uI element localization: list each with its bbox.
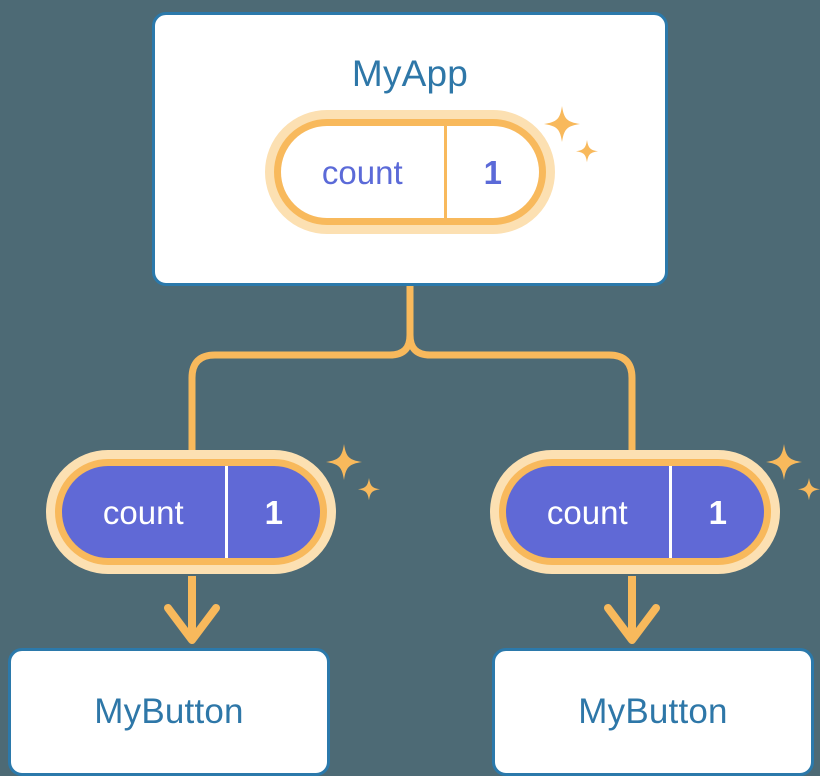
state-value-label: 1 — [224, 466, 320, 558]
state-flow-trunk-right — [406, 282, 434, 359]
component-label: MyButton — [578, 692, 728, 731]
state-value-label: 1 — [668, 466, 764, 558]
arrow-down-icon-right — [604, 604, 660, 644]
state-pill-inner: count 1 — [506, 466, 764, 558]
arrow-down-icon-left — [164, 604, 220, 644]
state-key-label: count — [546, 493, 628, 531]
state-pill-inner: count 1 — [281, 126, 539, 218]
state-value-label: 1 — [443, 126, 539, 218]
state-key-label: count — [102, 493, 184, 531]
state-flow-branch-left — [188, 351, 396, 456]
component-card-myapp[interactable]: MyApp — [152, 12, 668, 286]
component-card-mybutton-right[interactable]: MyButton — [492, 648, 814, 776]
state-pill-child-left[interactable]: count 1 — [46, 450, 336, 574]
page-title: MyApp — [351, 53, 469, 94]
component-label: MyButton — [94, 692, 244, 731]
component-card-mybutton-left[interactable]: MyButton — [8, 648, 330, 776]
state-pill-child-right[interactable]: count 1 — [490, 450, 780, 574]
state-flow-branch-right — [424, 351, 636, 456]
state-pill-inner: count 1 — [62, 466, 320, 558]
state-key-label: count — [321, 153, 403, 191]
state-pill-myapp[interactable]: count 1 — [265, 110, 555, 234]
